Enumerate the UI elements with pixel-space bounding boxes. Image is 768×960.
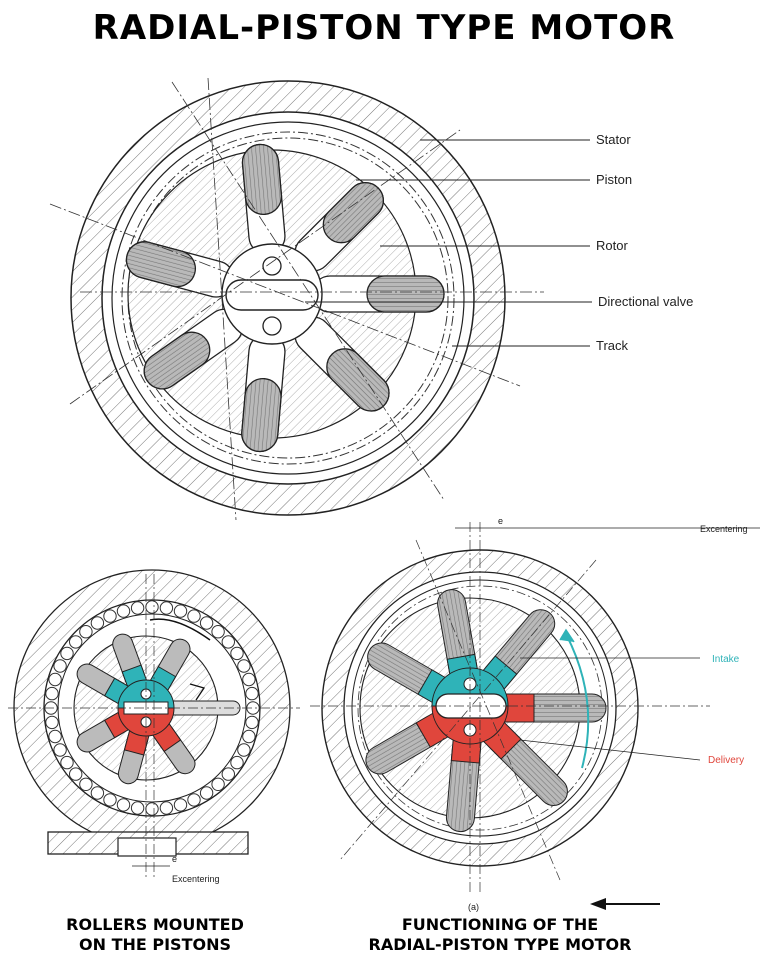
valve-port-bottom (262, 316, 282, 336)
caption-left-line2: ON THE PISTONS (79, 935, 231, 954)
label-piston: Piston (596, 172, 632, 187)
roller-ball (60, 646, 74, 661)
roller-ball (45, 715, 59, 730)
roller-ball (242, 729, 256, 744)
roller-ball (48, 672, 62, 687)
roller-ball (130, 601, 145, 615)
roller-ball (230, 755, 244, 770)
roller-ball (237, 659, 251, 673)
track-dashed-ring (121, 131, 455, 465)
sub-label-a: (a) (468, 902, 479, 912)
roller-ball (211, 625, 225, 639)
center-line (171, 81, 445, 501)
roller-ball (130, 801, 145, 815)
roller-ball (211, 777, 225, 791)
roller-ball (245, 715, 259, 730)
center-line (49, 203, 521, 387)
direction-arrow (590, 898, 660, 910)
roller-ball (116, 798, 131, 812)
roller-ball (90, 616, 105, 630)
directional-valve-slot (225, 279, 319, 311)
roller-ball (79, 777, 93, 791)
roller-ball (145, 600, 159, 614)
roller-ball (69, 635, 83, 649)
caption-left-line1: ROLLERS MOUNTED (66, 915, 244, 934)
label-stator: Stator (596, 132, 631, 147)
caption-right-line2: RADIAL-PISTON TYPE MOTOR (368, 935, 632, 954)
roller-ball (159, 601, 174, 615)
label-intake: Intake (712, 654, 740, 665)
roller-ball (48, 729, 62, 744)
roller-ball (116, 604, 131, 618)
housing-base-notch (117, 837, 177, 857)
roller-ball (90, 786, 105, 800)
bottom-right-functioning-diagram: e Excentering Intake Delivery (a) (310, 516, 760, 912)
caption-right: FUNCTIONING OF THE RADIAL-PISTON TYPE MO… (320, 915, 680, 955)
roller-ball (159, 801, 174, 815)
roller-ball (79, 625, 93, 639)
track-ring (111, 121, 465, 475)
roller-ball (173, 798, 188, 812)
label-directional-valve: Directional valve (598, 294, 693, 309)
caption-right-line1: FUNCTIONING OF THE (401, 915, 599, 934)
roller-ball (53, 659, 67, 673)
roller-balls (44, 600, 260, 816)
leader-delivery (519, 739, 701, 761)
page-title: RADIAL-PISTON TYPE MOTOR (92, 8, 676, 48)
rotation-arrow (149, 618, 211, 641)
roller-ball (242, 672, 256, 687)
bottom-left-roller-diagram: e Excentering (8, 569, 300, 884)
roller-ball (199, 786, 214, 800)
right-e-label: e (498, 516, 503, 526)
left-e-label: e (172, 854, 177, 864)
roller-ball (173, 604, 188, 618)
label-track: Track (596, 338, 629, 353)
roller-ball (187, 793, 201, 807)
roller-ball (103, 793, 117, 807)
left-excentering-label: Excentering (172, 874, 220, 884)
piston-set (125, 143, 445, 453)
top-motor-diagram: Stator Piston Rotor Directional valve Tr… (49, 77, 693, 521)
label-delivery: Delivery (708, 755, 744, 766)
rotation-arrow-cyan (565, 633, 590, 769)
valve-port-top (262, 256, 282, 276)
right-diag-1 (415, 539, 561, 881)
label-rotor: Rotor (596, 238, 628, 253)
right-diag-2 (339, 559, 597, 861)
right-excentering-label: Excentering (700, 524, 748, 534)
center-line (207, 77, 237, 521)
roller-ball (221, 767, 236, 781)
roller-ball (45, 686, 59, 701)
roller-ball (60, 755, 74, 770)
roller-ball (199, 616, 214, 630)
roller-ball (187, 609, 201, 623)
track-dashed-ring-2 (127, 137, 449, 459)
roller-ball (230, 646, 244, 661)
roller-ball (237, 743, 251, 757)
roller-ball (221, 635, 236, 649)
roller-ball (69, 767, 83, 781)
roller-ball (245, 686, 259, 701)
caption-left: ROLLERS MOUNTED ON THE PISTONS (40, 915, 270, 955)
roller-ball (53, 743, 67, 757)
roller-ball (145, 802, 159, 816)
roller-ball (103, 609, 117, 623)
